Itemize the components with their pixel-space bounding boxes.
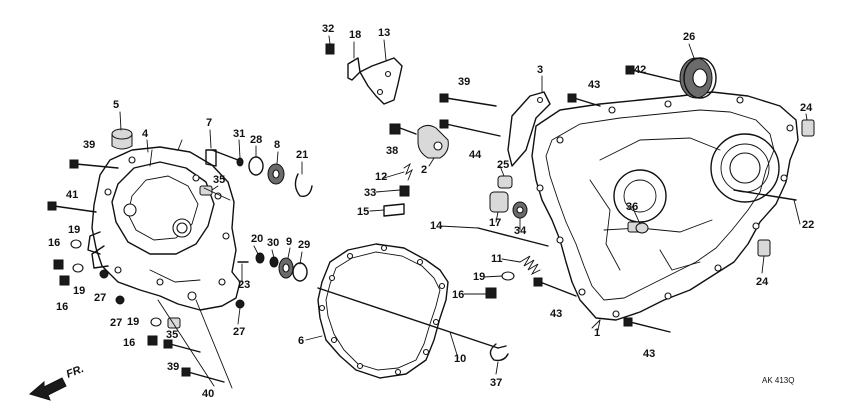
main-transmission-housing [531, 91, 799, 321]
callout-11: 11 [491, 253, 503, 265]
callout-19d: 19 [473, 271, 485, 283]
callout-1: 1 [594, 327, 600, 339]
callout-39c: 39 [458, 76, 470, 88]
assembly-leader-lines [157, 299, 601, 389]
parts-17-25-34 [489, 175, 528, 219]
callout-17: 17 [489, 217, 501, 229]
part-5-cap [111, 128, 133, 150]
callout-40: 40 [202, 388, 214, 400]
callout-41: 41 [66, 189, 78, 201]
callout-15: 15 [357, 206, 369, 218]
rods-10-14 [317, 227, 549, 349]
callout-20: 20 [251, 233, 263, 245]
front-direction-arrow [28, 377, 67, 401]
callout-19a: 19 [68, 224, 80, 236]
callout-39a: 39 [83, 139, 95, 151]
callout-9: 9 [286, 236, 292, 248]
callout-labels: 1 2 3 4 5 6 7 8 9 10 11 12 13 14 15 16 1… [48, 23, 814, 400]
callout-27b: 27 [110, 317, 122, 329]
callout-19b: 19 [73, 285, 85, 297]
callout-7: 7 [206, 117, 212, 129]
small-fasteners-left [53, 239, 249, 346]
figure-code: AK 413Q [762, 376, 794, 385]
callout-24b: 24 [756, 276, 769, 288]
callout-42: 42 [634, 64, 646, 76]
callout-16b: 16 [56, 301, 68, 313]
parts-22-24-36 [635, 119, 815, 257]
callout-28: 28 [250, 134, 262, 146]
callout-18: 18 [349, 29, 361, 41]
callout-19c: 19 [127, 316, 139, 328]
callout-leader-lines [119, 35, 808, 375]
callout-35a: 35 [213, 174, 225, 186]
callout-27c: 27 [233, 326, 245, 338]
part-26-bearing [679, 57, 717, 99]
callout-31: 31 [233, 128, 245, 140]
callout-14: 14 [430, 220, 443, 232]
callout-35b: 35 [166, 329, 178, 341]
callout-32: 32 [322, 23, 334, 35]
callout-16c: 16 [123, 337, 135, 349]
front-direction-label: FR. [65, 363, 86, 381]
callout-33: 33 [364, 187, 376, 199]
callout-38: 38 [386, 145, 398, 157]
callout-43b: 43 [550, 308, 562, 320]
callout-24a: 24 [800, 102, 813, 114]
bolts-right [439, 65, 691, 333]
callout-22: 22 [802, 219, 814, 231]
callout-30: 30 [267, 237, 279, 249]
callout-43a: 43 [588, 79, 600, 91]
callout-13: 13 [378, 27, 390, 39]
callout-44: 44 [469, 149, 482, 161]
callout-2: 2 [421, 164, 427, 176]
callout-16a: 16 [48, 237, 60, 249]
bolts-left [47, 159, 225, 383]
parts-7-8-21-28-31 [205, 149, 313, 197]
callout-39b: 39 [167, 361, 179, 373]
brackets-13-18-32 [325, 43, 403, 105]
sensor-assembly [383, 123, 449, 217]
callout-8: 8 [274, 139, 280, 151]
callout-23: 23 [238, 279, 250, 291]
callout-37: 37 [490, 377, 502, 389]
part-3-bracket [507, 91, 551, 167]
left-cover-housing [87, 139, 241, 311]
part-37-snap-ring [489, 343, 509, 362]
callout-25: 25 [497, 159, 509, 171]
callout-12: 12 [375, 171, 387, 183]
callout-6: 6 [298, 335, 304, 347]
callout-4: 4 [142, 128, 149, 140]
callout-21: 21 [296, 149, 308, 161]
callout-26: 26 [683, 31, 695, 43]
callout-34: 34 [514, 225, 527, 237]
gasket [317, 243, 449, 379]
callout-3: 3 [537, 64, 543, 76]
callout-16d: 16 [452, 289, 464, 301]
callout-29: 29 [298, 239, 310, 251]
callout-27a: 27 [94, 292, 106, 304]
callout-43c: 43 [643, 348, 655, 360]
callout-5: 5 [113, 99, 119, 111]
parts-9-20-29-30 [255, 252, 308, 282]
callout-10: 10 [454, 353, 466, 365]
